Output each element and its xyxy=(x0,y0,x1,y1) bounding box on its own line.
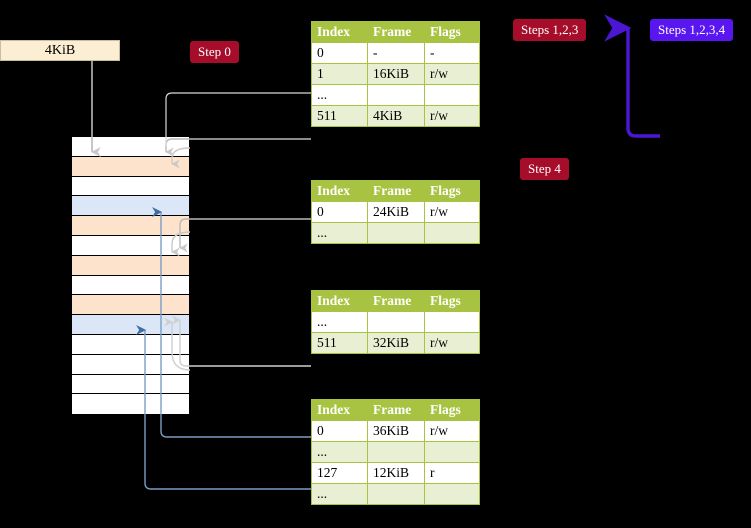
memory-row-tick xyxy=(58,294,72,296)
table-cell xyxy=(424,311,480,333)
table-cell: - xyxy=(367,42,425,64)
table-cell: ... xyxy=(311,311,368,333)
table-cell: 24KiB xyxy=(367,201,425,223)
memory-row xyxy=(72,255,189,276)
wire-t4-row0-to-memory xyxy=(160,414,311,438)
wire-t3-511-to-memory xyxy=(172,315,311,367)
table-cell: 0 xyxy=(311,420,368,442)
table-cell: r/w xyxy=(424,420,480,442)
table-header-flags: Flags xyxy=(424,21,480,43)
arrow-steps-1234-bracket xyxy=(604,14,660,138)
memory-block-4kib: 4KiB xyxy=(0,40,120,61)
table-header-index: Index xyxy=(311,21,368,43)
table-row: ... xyxy=(311,311,480,333)
table-header-frame: Frame xyxy=(367,290,425,312)
table-header-flags: Flags xyxy=(424,399,480,421)
memory-row-tick xyxy=(58,175,72,177)
table-cell xyxy=(424,84,480,106)
table-cell: 127 xyxy=(311,462,368,484)
memory-row xyxy=(72,235,189,256)
table-cell: ... xyxy=(311,441,368,463)
table-cell: 32KiB xyxy=(367,332,425,354)
wire-t4-row127-to-memory xyxy=(144,414,311,490)
table-header-index: Index xyxy=(311,180,368,202)
table-cell: - xyxy=(424,42,480,64)
memory-row xyxy=(72,196,189,217)
memory-row xyxy=(72,137,189,157)
table-cell xyxy=(367,483,425,505)
memory-row-tick xyxy=(58,255,72,257)
table-cell: 36KiB xyxy=(367,420,425,442)
table-cell: ... xyxy=(311,483,368,505)
table-cell: r/w xyxy=(424,201,480,223)
memory-block-label: 4KiB xyxy=(44,42,76,58)
memory-row xyxy=(72,156,189,177)
table-cell: 511 xyxy=(311,105,368,127)
table-cell: 12KiB xyxy=(367,462,425,484)
table-cell xyxy=(424,441,480,463)
table-header-flags: Flags xyxy=(424,180,480,202)
table-cell: 0 xyxy=(311,201,368,223)
table-cell: 1 xyxy=(311,63,368,85)
table-cell: r/w xyxy=(424,63,480,85)
table-row: ... xyxy=(311,84,480,106)
table-header-flags: Flags xyxy=(424,290,480,312)
table-cell xyxy=(367,222,425,244)
table-cell xyxy=(367,441,425,463)
memory-row xyxy=(72,315,189,335)
memory-row xyxy=(72,394,189,415)
table-header-frame: Frame xyxy=(367,21,425,43)
table-cell: 4KiB xyxy=(367,105,425,127)
memory-row xyxy=(72,275,189,296)
table-cell: 0 xyxy=(311,42,368,64)
table-header-frame: Frame xyxy=(367,399,425,421)
badge-step-4: Step 4 xyxy=(520,158,569,180)
table-cell: r xyxy=(424,462,480,484)
memory-row-tick xyxy=(58,155,72,157)
memory-row xyxy=(72,176,189,197)
table-cell xyxy=(367,311,425,333)
table-cell: r/w xyxy=(424,105,480,127)
table-cell: 16KiB xyxy=(367,63,425,85)
table-cell: ... xyxy=(311,84,368,106)
table-header-index: Index xyxy=(311,290,368,312)
badge-steps-123: Steps 1,2,3 xyxy=(513,19,587,41)
table-cell: 511 xyxy=(311,332,368,354)
memory-row xyxy=(72,216,189,236)
memory-row xyxy=(72,295,189,316)
table-cell xyxy=(424,222,480,244)
memory-row-tick xyxy=(58,215,72,217)
memory-row xyxy=(72,334,189,355)
physical-memory-grid xyxy=(71,136,190,415)
table-row: ... xyxy=(311,222,480,244)
badge-steps-1234: Steps 1,2,3,4 xyxy=(650,19,734,41)
table-row: ... xyxy=(311,441,480,463)
table-cell xyxy=(424,483,480,505)
memory-row xyxy=(72,354,189,375)
table-cell: ... xyxy=(311,222,368,244)
table-cell: r/w xyxy=(424,332,480,354)
memory-row-tick xyxy=(58,136,72,137)
table-row: ... xyxy=(311,483,480,505)
table-header-frame: Frame xyxy=(367,180,425,202)
badge-step-0: Step 0 xyxy=(190,41,239,63)
memory-row xyxy=(72,374,189,395)
table-cell xyxy=(367,84,425,106)
table-row: 0-- xyxy=(311,42,480,64)
wire-t2-row0-to-memory xyxy=(179,218,311,253)
table-header-index: Index xyxy=(311,399,368,421)
